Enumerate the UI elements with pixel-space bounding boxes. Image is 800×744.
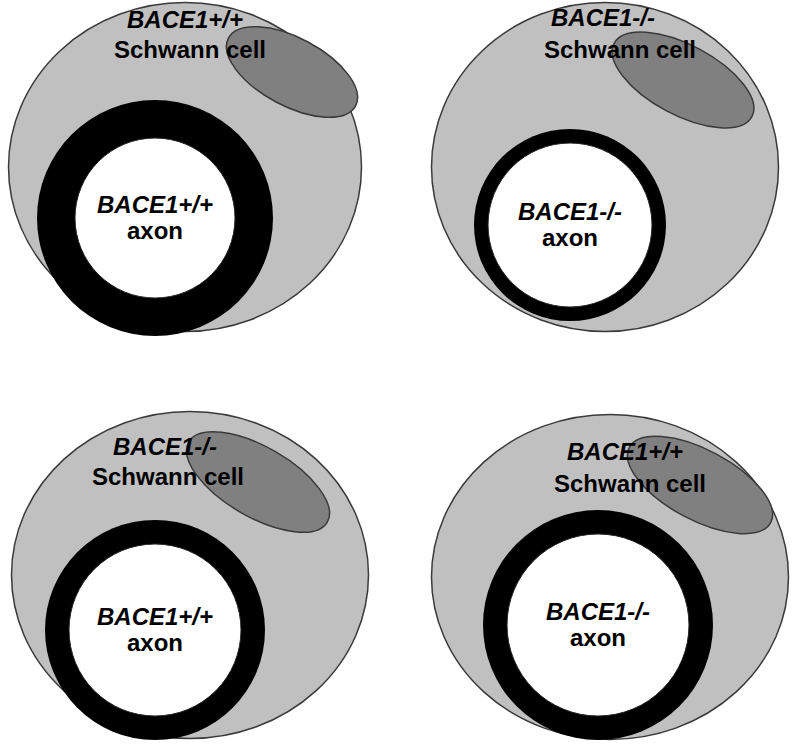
cell-label: Schwann cell xyxy=(92,464,244,490)
schwann-cell: BACE1+/+ Schwann cellBACE1-/-axon xyxy=(430,413,790,741)
genotype-label: BACE1-/- xyxy=(546,599,650,625)
cell-label: axon xyxy=(127,630,183,656)
cell-label: axon xyxy=(542,225,598,251)
cell-label: axon xyxy=(570,625,626,651)
genotype-label: BACE1+/+ xyxy=(567,439,683,465)
nucleus xyxy=(598,12,769,147)
axon-text-box: BACE1-/-axon xyxy=(483,510,713,740)
myelin-sheath xyxy=(45,520,265,740)
axon-core xyxy=(75,138,235,298)
myelinated-axon: BACE1-/-axon xyxy=(474,129,666,321)
myelin-sheath xyxy=(37,100,273,336)
axon-text-box: BACE1-/-axon xyxy=(474,129,666,321)
schwann-cell: BACE1-/- Schwann cellBACE1+/+axon xyxy=(10,410,370,740)
cytoplasm xyxy=(432,3,779,332)
myelinated-axon: BACE1+/+axon xyxy=(45,520,265,740)
genotype-label: BACE1-/- xyxy=(551,5,655,31)
axon-text-box: BACE1+/+axon xyxy=(37,100,273,336)
cell-label: Schwann cell xyxy=(544,37,696,63)
genotype-label: BACE1-/- xyxy=(113,434,217,460)
cell-label: Schwann cell xyxy=(554,471,706,497)
schwann-cell: BACE1+/+Schwann cellBACE1+/+axon xyxy=(7,1,363,333)
axon-core xyxy=(507,534,689,716)
axon-text-box: BACE1+/+axon xyxy=(45,520,265,740)
myelinated-axon: BACE1+/+axon xyxy=(37,100,273,336)
schwann-cell: BACE1-/-Schwann cellBACE1-/-axon xyxy=(430,1,780,333)
myelinated-axon: BACE1-/-axon xyxy=(483,510,713,740)
cytoplasm xyxy=(432,415,789,740)
axon-core xyxy=(488,143,652,307)
myelin-sheath xyxy=(483,510,713,740)
genotype-label: BACE1+/+ xyxy=(127,7,243,33)
cell-label: axon xyxy=(127,218,183,244)
genotype-label: BACE1-/- xyxy=(518,199,622,225)
cell-label: Schwann cell xyxy=(114,37,266,63)
axon-core xyxy=(69,544,241,716)
genotype-label: BACE1+/+ xyxy=(97,192,213,218)
myelin-sheath xyxy=(474,129,666,321)
genotype-label: BACE1+/+ xyxy=(97,604,213,630)
